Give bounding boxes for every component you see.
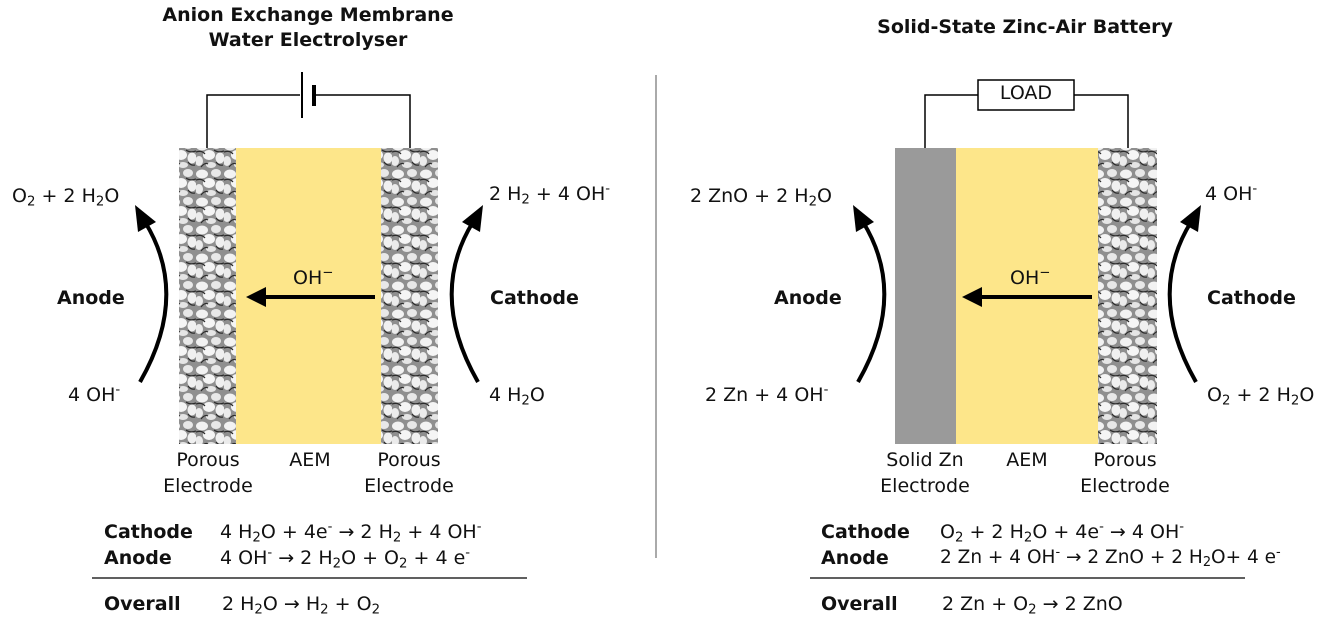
right-cathode-reactant: O2 + 2 H2O [1207, 384, 1315, 409]
right-eq-overall-key: Overall [821, 593, 898, 615]
left-cathode-reactant: 4 H2O [489, 384, 545, 409]
left-ion-arrow [246, 287, 375, 307]
right-eq-cathode: O2 + 2 H2O + 4e- → 4 OH- [940, 519, 1185, 546]
left-electrode-caption: Porous Electrode [163, 449, 253, 497]
right-cathode-label: Cathode [1207, 287, 1296, 309]
left-eq-anode-key: Anode [104, 547, 172, 569]
load-circuit [924, 79, 1129, 148]
left-cathode-product: 2 H2 + 4 OH- [489, 181, 611, 208]
left-membrane-caption: AEM [289, 449, 331, 471]
right-porous-electrode [1098, 148, 1157, 444]
right-eq-cathode-key: Cathode [821, 521, 910, 543]
right-cathode-arrow [1167, 205, 1201, 383]
left-anode-product: O2 + 2 H2O [12, 185, 120, 210]
left-porous-electrode-anode [179, 148, 236, 444]
left-title: Anion Exchange Membrane Water Electrolys… [128, 3, 488, 53]
right-anode-product: 2 ZnO + 2 H2O [690, 185, 832, 210]
right-anode-label: Anode [774, 287, 842, 309]
right-electrode-caption-left-panel: Porous Electrode [364, 449, 454, 497]
left-eq-overall: 2 H2O → H2 + O2 [222, 593, 381, 618]
right-eq-overall: 2 Zn + O2 → 2 ZnO [942, 593, 1123, 618]
left-cathode-arrow [449, 205, 483, 383]
left-title-line2: Water Electrolyser [208, 29, 408, 51]
right-cathode-product: 4 OH- [1205, 181, 1258, 205]
right-solid-zn-electrode [895, 148, 956, 444]
left-anode-reactant: 4 OH- [68, 382, 121, 406]
left-eq-cathode: 4 H2O + 4e- → 2 H2 + 4 OH- [220, 519, 482, 546]
right-anode-arrow [853, 205, 887, 383]
right-anode-reactant: 2 Zn + 4 OH- [705, 382, 829, 406]
right-eq-anode-key: Anode [821, 547, 889, 569]
load-label: LOAD [999, 82, 1053, 104]
right-porous-caption: Porous Electrode [1080, 449, 1170, 497]
right-eq-anode: 2 Zn + 4 OH- → 2 ZnO + 2 H2O+ 4 e- [940, 544, 1281, 571]
right-ion-label: OH− [1010, 265, 1051, 289]
left-anode-arrow [135, 205, 169, 383]
left-ion-label: OH− [293, 265, 334, 289]
right-ion-arrow [962, 287, 1092, 307]
left-title-line1: Anion Exchange Membrane [162, 4, 454, 26]
left-eq-cathode-key: Cathode [104, 521, 193, 543]
left-cathode-label: Cathode [490, 287, 579, 309]
power-supply-circuit [206, 72, 411, 148]
left-porous-electrode-cathode [381, 148, 438, 444]
right-membrane-caption: AEM [1006, 449, 1048, 471]
left-anode-label: Anode [57, 287, 125, 309]
left-eq-anode: 4 OH- → 2 H2O + O2 + 4 e- [220, 545, 471, 572]
right-title: Solid-State Zinc-Air Battery [877, 16, 1173, 38]
left-eq-overall-key: Overall [104, 593, 181, 615]
zn-electrode-caption: Solid Zn Electrode [880, 449, 970, 497]
